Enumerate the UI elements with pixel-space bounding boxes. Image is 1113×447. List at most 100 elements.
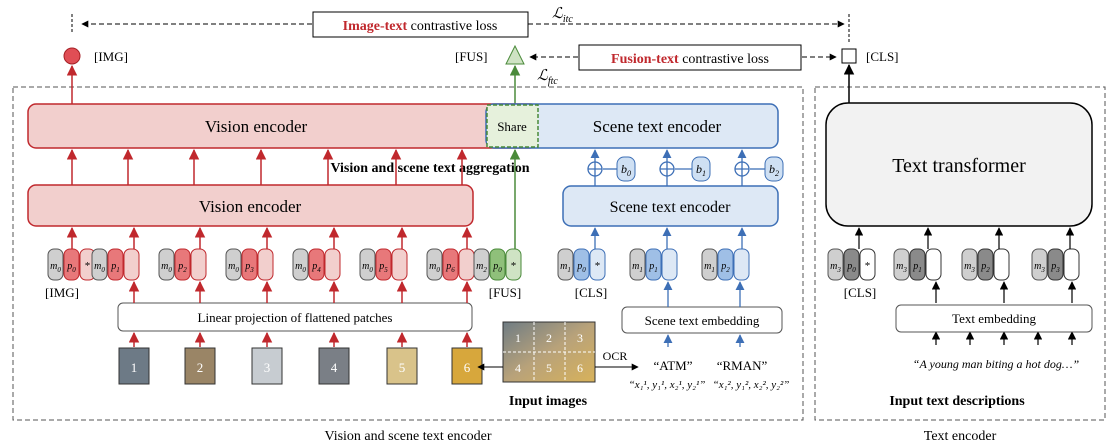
fus-token-modality-text: m2 [476, 261, 487, 274]
scene-token-0-position-text: p0 [576, 261, 586, 274]
image-token-2-modality [158, 248, 175, 281]
text-token-2-content [993, 248, 1010, 281]
scene-text-encoder-top-label: Scene text encoder [593, 117, 722, 136]
plus-node-1 [659, 161, 675, 177]
fus-token-modality [473, 248, 490, 281]
text-token-1-modality-text: m3 [896, 261, 907, 274]
scene-text-embedding-box [621, 306, 783, 334]
text-token-0-position [843, 248, 860, 281]
scene-token-0-content-text: * [595, 260, 601, 272]
vision-inter-arrows [66, 148, 468, 185]
input-image [502, 321, 596, 383]
cls-output-label: [CLS] [866, 49, 899, 64]
image-token-0-modality-text: m0 [50, 261, 61, 274]
input-images-label: Input images [509, 394, 588, 409]
bias-token-1: b1 [691, 156, 711, 182]
image-token-6-content [458, 248, 475, 281]
svg-text:b2: b2 [769, 162, 779, 178]
text-token-to-transformer-arrows [854, 227, 1077, 345]
share-block [486, 104, 539, 148]
patch-3-number: 3 [264, 360, 271, 375]
image-token-3-content [257, 248, 274, 281]
patch-6-number: 6 [464, 360, 471, 375]
patch-5-image [386, 347, 418, 385]
text-token-0-content-text: * [865, 260, 871, 272]
text-token-2-modality-text: m3 [964, 261, 975, 274]
patch-5-number: 5 [399, 360, 406, 375]
patch-2-number: 2 [197, 360, 204, 375]
scene-token-1-modality [629, 248, 646, 281]
plus-node-0 [587, 161, 603, 177]
patch-4-image [318, 347, 350, 385]
scene-embedding-arrows [663, 281, 745, 347]
scene-token-2-position [717, 248, 734, 281]
linear-projection-box [117, 302, 473, 332]
aggregation-label: Vision and scene text aggregation [330, 161, 529, 176]
grid-number-1: 1 [515, 331, 521, 345]
text-token-0-content [859, 248, 876, 281]
image-token-4-position [308, 248, 325, 281]
scene-token-0-content [589, 248, 606, 281]
image-token-4-modality [292, 248, 309, 281]
text-token-3-position-text: p3 [1050, 261, 1060, 274]
image-token-4-modality-text: m0 [295, 261, 306, 274]
image-token-1-modality [91, 248, 108, 281]
scene-token-1-modality-text: m1 [632, 261, 643, 274]
text-token-1-position [909, 248, 926, 281]
scene-text-embedding-label: Scene text embedding [645, 313, 760, 328]
ocr-label: OCR [603, 349, 628, 363]
vision-token-to-encoder-arrows [66, 226, 473, 249]
text-embedding-box [895, 304, 1093, 333]
text-transformer-block [825, 102, 1093, 227]
text-token-1-modality [893, 248, 910, 281]
ocr-word-1: “RMAN” [717, 358, 768, 373]
image-token-5-position [375, 248, 392, 281]
image-token-3-modality [225, 248, 242, 281]
image-token-1-modality-text: m0 [94, 261, 105, 274]
patch-4: 4 [318, 347, 350, 385]
cls-text-token-label: [CLS] [844, 285, 877, 300]
image-token-6-modality [426, 248, 443, 281]
patch-3: 3 [251, 347, 283, 385]
grid-number-5: 5 [546, 361, 552, 375]
fus-output-label: [FUS] [455, 49, 488, 64]
ocr-box-1: “x₁², y₁², x₂², y₂²” [713, 379, 790, 391]
image-token-5-modality-text: m0 [362, 261, 373, 274]
text-token-2-position-text: p2 [980, 261, 990, 274]
scene-token-2-position-text: p2 [720, 261, 730, 274]
text-embedding-label: Text embedding [952, 311, 1036, 326]
plus-node-2 [734, 161, 750, 177]
image-token-2-position-text: p2 [177, 261, 187, 274]
text-token-3-modality [1031, 248, 1048, 281]
scene-token-0-position [573, 248, 590, 281]
itc-loss-symbol: ℒitc [552, 6, 573, 25]
fus-token-label: [FUS] [489, 285, 522, 300]
ftc-loss-symbol: ℒftc [537, 68, 558, 87]
image-token-1-position-text: p1 [110, 261, 120, 274]
scene-text-encoder-bottom-label: Scene text encoder [610, 199, 732, 216]
text-token-0-modality-text: m3 [830, 261, 841, 274]
vision-encoder-bottom [27, 184, 474, 227]
patch-6: 6 [451, 347, 483, 385]
text-transformer-label: Text transformer [892, 155, 1026, 177]
scene-token-to-encoder-arrows [590, 227, 747, 249]
fus-token-position [489, 248, 506, 281]
scene-token-0-modality-text: m1 [560, 261, 571, 274]
share-label: Share [497, 119, 527, 134]
vision-encoder-top-label: Vision encoder [205, 117, 308, 136]
image-token-2-content [190, 248, 207, 281]
patch-5: 5 [386, 347, 418, 385]
panel-right-label: Text encoder [924, 429, 997, 444]
grid-number-6: 6 [577, 361, 583, 375]
img-output-node [63, 47, 81, 65]
image-token-0-content-text: * [85, 260, 91, 272]
image-token-0-modality [47, 248, 64, 281]
input-text-label: Input text descriptions [889, 394, 1025, 409]
grid-number-3: 3 [577, 331, 583, 345]
bias-token-0: b0 [616, 156, 636, 182]
